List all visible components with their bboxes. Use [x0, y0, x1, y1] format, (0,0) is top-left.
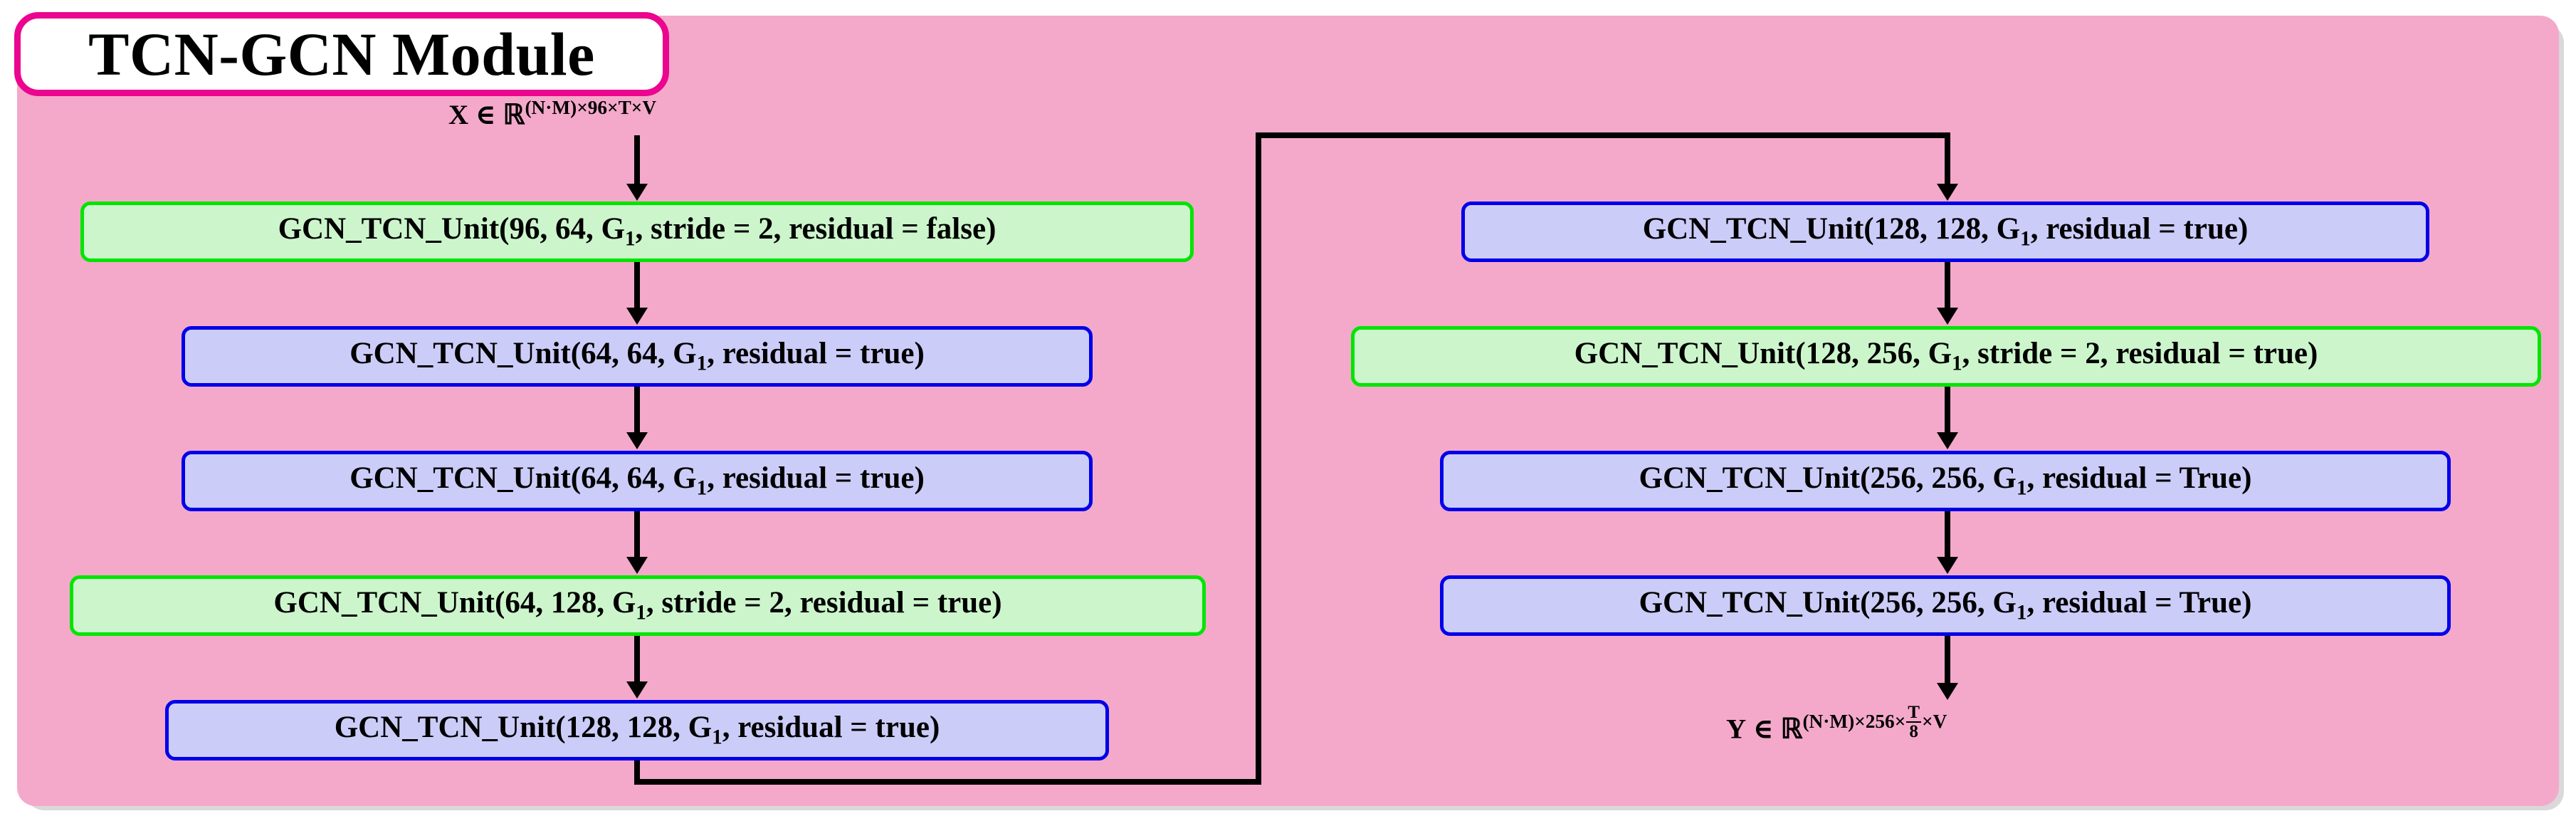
block-r3[interactable]: GCN_TCN_Unit(256, 256, G1, residual = Tr…	[1440, 451, 2451, 511]
block-r3-label: GCN_TCN_Unit(256, 256, G1, residual = Tr…	[1639, 461, 2252, 500]
input-tensor-set: ℝ	[503, 100, 525, 130]
block-l2[interactable]: GCN_TCN_Unit(64, 64, G1, residual = true…	[182, 326, 1093, 387]
block-l3-label: GCN_TCN_Unit(64, 64, G1, residual = true…	[349, 461, 925, 500]
block-l1-label: GCN_TCN_Unit(96, 64, G1, stride = 2, res…	[278, 212, 997, 251]
block-l2-label: GCN_TCN_Unit(64, 64, G1, residual = true…	[349, 337, 925, 375]
connector-segment-horizontal-bottom	[634, 779, 1261, 785]
block-r4[interactable]: GCN_TCN_Unit(256, 256, G1, residual = Tr…	[1440, 575, 2451, 636]
output-tensor-set: ℝ	[1780, 713, 1803, 745]
input-tensor-member: ∈	[475, 100, 496, 130]
module-title-badge: TCN-GCN Module	[14, 12, 669, 96]
input-tensor-exponent: (N·M)×96×T×V	[525, 97, 657, 118]
block-r2[interactable]: GCN_TCN_Unit(128, 256, G1, stride = 2, r…	[1351, 326, 2541, 387]
block-l3[interactable]: GCN_TCN_Unit(64, 64, G1, residual = true…	[182, 451, 1093, 511]
page-title: TCN-GCN Module	[88, 20, 595, 88]
module-panel	[17, 16, 2559, 806]
connector-segment-up-right	[1256, 132, 1261, 785]
block-r2-label: GCN_TCN_Unit(128, 256, G1, stride = 2, r…	[1574, 337, 2318, 375]
block-l4-label: GCN_TCN_Unit(64, 128, G1, stride = 2, re…	[273, 586, 1002, 624]
input-tensor-symbol: X	[448, 100, 469, 130]
output-tensor-member: ∈	[1752, 713, 1774, 745]
block-r1[interactable]: GCN_TCN_Unit(128, 128, G1, residual = tr…	[1461, 202, 2429, 262]
output-tensor-symbol: Y	[1726, 713, 1747, 745]
block-l4[interactable]: GCN_TCN_Unit(64, 128, G1, stride = 2, re…	[70, 575, 1206, 636]
block-r4-label: GCN_TCN_Unit(256, 256, G1, residual = Tr…	[1639, 586, 2252, 624]
connector-segment-horizontal-top	[1256, 132, 1950, 138]
block-l1[interactable]: GCN_TCN_Unit(96, 64, G1, stride = 2, res…	[80, 202, 1194, 262]
block-l5[interactable]: GCN_TCN_Unit(128, 128, G1, residual = tr…	[165, 700, 1109, 760]
input-tensor-label: X ∈ ℝ(N·M)×96×T×V	[448, 98, 656, 129]
block-r1-label: GCN_TCN_Unit(128, 128, G1, residual = tr…	[1642, 212, 2249, 251]
block-l5-label: GCN_TCN_Unit(128, 128, G1, residual = tr…	[334, 711, 940, 749]
connector-segment-down-left	[634, 759, 640, 785]
